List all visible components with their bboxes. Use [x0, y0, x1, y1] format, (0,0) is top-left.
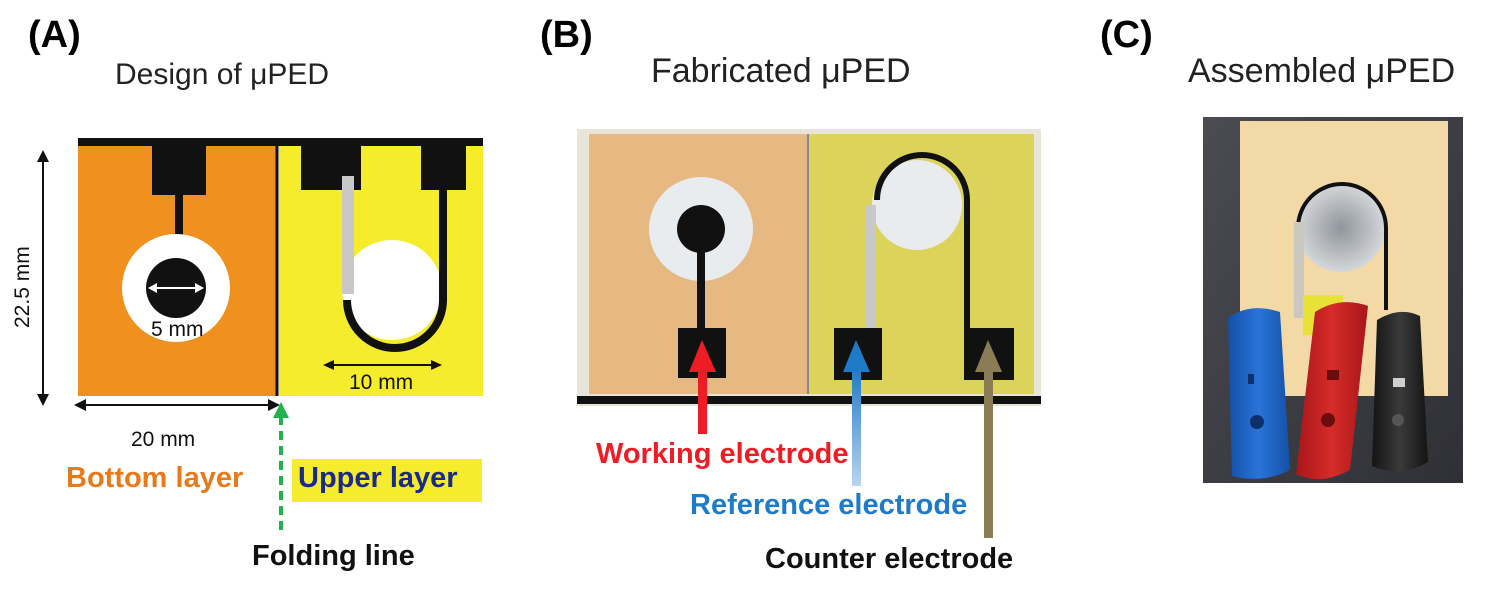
fab-working-disk [677, 205, 725, 253]
working-trace [175, 190, 183, 270]
circle-dim-label: 5 mm [151, 318, 204, 341]
fabricated-photo [577, 129, 1041, 538]
assembled-sample-spot [1297, 184, 1385, 272]
reference-strip [342, 176, 354, 294]
black-clip-slot [1393, 378, 1405, 387]
assembled-counter-loop [1296, 182, 1388, 310]
circle-dim-arrow-right [195, 283, 204, 293]
counter-arrow-shaft [984, 368, 993, 538]
upper-layer-highlight [292, 459, 482, 502]
fab-counter-loop [874, 152, 970, 335]
working-arrow-head [689, 340, 716, 372]
working-electrode-label: Working electrode [596, 438, 849, 470]
width-dim-arrow-right [268, 399, 280, 411]
bottom-layer-label: Bottom layer [66, 462, 244, 494]
red-clip-logo [1321, 413, 1335, 427]
height-dim-arrow-top [37, 150, 49, 162]
panel-a-title: Design of μPED [115, 58, 330, 91]
width-dim-label: 20 mm [131, 428, 196, 451]
reference-electrode-label: Reference electrode [690, 489, 968, 521]
loop-dim-label: 10 mm [349, 371, 414, 394]
height-dim-arrow-bottom [37, 394, 49, 406]
panel-b-label: (B) [540, 14, 593, 56]
fab-sample-zone-upper [872, 160, 962, 250]
sample-zone-upper [342, 240, 442, 340]
panel-c-title: Assembled μPED [1188, 52, 1456, 90]
blue-clip-slot [1248, 374, 1254, 384]
width-dim-arrow-left [74, 399, 86, 411]
counter-pad [421, 138, 466, 190]
top-edge [78, 138, 483, 146]
panel-a-label: (A) [28, 14, 81, 56]
working-pad [152, 138, 206, 195]
blue-clip [1228, 308, 1290, 479]
fab-working-trace [697, 250, 705, 332]
design-diagram [37, 138, 483, 530]
black-clip [1372, 311, 1428, 472]
counter-arrow-head [975, 340, 1002, 372]
working-arrow-shaft [698, 368, 707, 434]
photo-bottom-edge [577, 396, 1041, 404]
red-clip-slot [1327, 370, 1339, 380]
panel-b-title: Fabricated μPED [651, 52, 911, 90]
loop-dim-arrow-right [431, 360, 442, 370]
upper-layer-label: Upper layer [298, 462, 458, 494]
red-clip [1296, 302, 1368, 480]
counter-electrode-label: Counter electrode [765, 543, 1014, 575]
black-clip-logo [1392, 414, 1404, 426]
fab-reference-strip [866, 205, 876, 347]
circle-dim-arrow-left [148, 283, 157, 293]
folding-arrow-head [273, 402, 289, 418]
panel-c-label: (C) [1100, 14, 1153, 56]
blue-clip-logo [1250, 415, 1264, 429]
counter-loop [343, 185, 447, 352]
loop-dim-arrow-left [323, 360, 334, 370]
reference-arrow-head [843, 340, 870, 372]
folding-line-label: Folding line [252, 540, 415, 572]
assembled-reference-strip [1294, 222, 1304, 318]
reference-arrow-shaft [852, 368, 861, 486]
